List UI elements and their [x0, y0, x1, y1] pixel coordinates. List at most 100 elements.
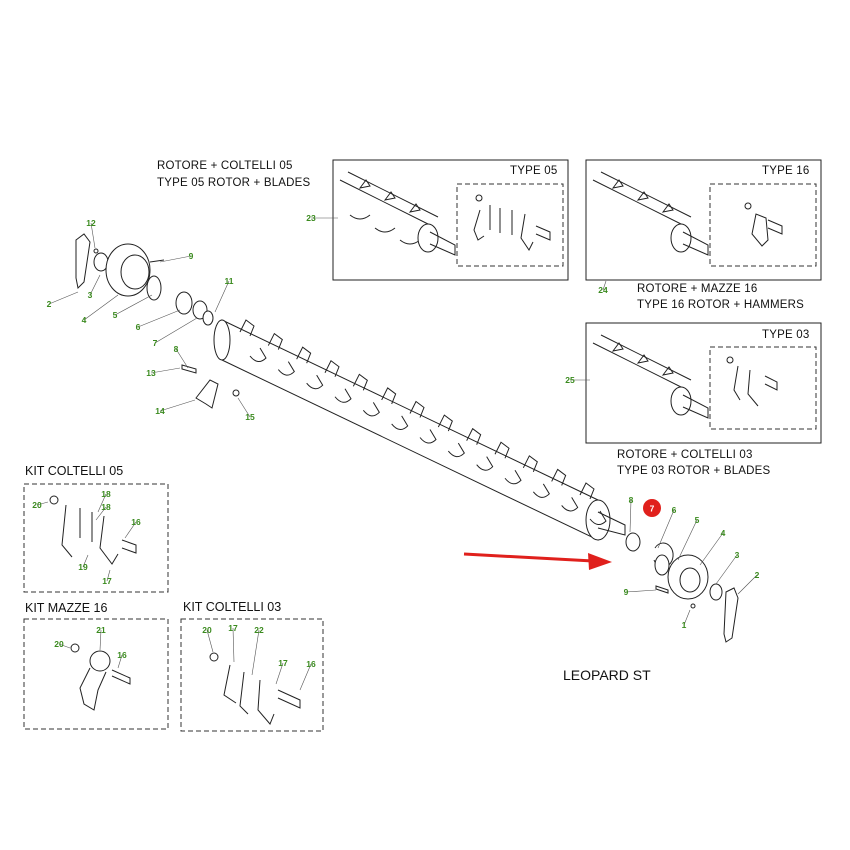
rotor05-title-it: ROTORE + COLTELLI 05 [157, 160, 293, 172]
callout-leader-line [89, 274, 101, 296]
callout-leader-line [175, 348, 189, 369]
callout-leader-line [124, 521, 137, 539]
red-arrow-icon [463, 552, 612, 570]
type16-rotor-box: TYPE 16 [585, 159, 822, 281]
callout-left_hub-6[interactable]: 6 [136, 322, 141, 332]
callout-kit03-16[interactable]: 16 [306, 659, 316, 669]
callout-leader-line [629, 499, 632, 533]
callout-right_hub-8[interactable]: 8 [629, 495, 634, 505]
callout-kit03-22[interactable]: 22 [254, 625, 264, 635]
rotor03-title-it: ROTORE + COLTELLI 03 [617, 449, 753, 461]
callout-kit03-17[interactable]: 17 [228, 623, 238, 633]
callout-kit05-16[interactable]: 16 [131, 517, 141, 527]
callout-right_hub-5[interactable]: 5 [695, 515, 700, 525]
callout-leader-line [275, 662, 284, 685]
callout-leader-line [117, 654, 123, 669]
callout-kit05-20[interactable]: 20 [32, 500, 42, 510]
callout-right_hub-1[interactable]: 1 [682, 620, 687, 630]
rotor16-title-it: ROTORE + MAZZE 16 [637, 283, 757, 295]
type03-rotor-box: TYPE 03 [585, 322, 822, 444]
callout-leader-line [715, 554, 738, 585]
callout-left_hub-7[interactable]: 7 [153, 338, 158, 348]
callout-leader-line [737, 574, 758, 595]
kit-coltelli-03-box: KIT COLTELLI 03 [180, 600, 324, 732]
callout-leader-line [114, 294, 153, 316]
callout-rotor_refs-25[interactable]: 25 [565, 375, 575, 385]
kit-coltelli-05-box: KIT COLTELLI 05 [23, 464, 169, 593]
callout-leader-line [657, 509, 675, 549]
callout-kit05-18[interactable]: 18 [101, 502, 111, 512]
callout-leader-line [83, 294, 119, 321]
right-hub-assembly [625, 532, 739, 643]
callout-right_hub-9[interactable]: 9 [624, 587, 629, 597]
kit-mazze-16-box: KIT MAZZE 16 [23, 601, 169, 730]
callout-kit05-17[interactable]: 17 [102, 576, 112, 586]
callout-right_hub-6[interactable]: 6 [672, 505, 677, 515]
callout-left_hub-5[interactable]: 5 [113, 310, 118, 320]
callout-leader-line [95, 506, 107, 521]
callout-left_hub-2[interactable]: 2 [47, 299, 52, 309]
type05-rotor-box: TYPE 05 [332, 159, 569, 281]
callout-kit16-20[interactable]: 20 [54, 639, 64, 649]
callout-leader-line [683, 609, 691, 626]
callout-leader-line [154, 317, 198, 344]
callout-left_hub-3[interactable]: 3 [88, 290, 93, 300]
callout-rotor_refs-24[interactable]: 24 [598, 285, 608, 295]
kit03-title: KIT COLTELLI 03 [183, 600, 281, 614]
callout-left_hub-15[interactable]: 15 [245, 412, 255, 422]
callout-left_hub-9[interactable]: 9 [189, 251, 194, 261]
kit05-title: KIT COLTELLI 05 [25, 464, 123, 478]
callout-kit03-17[interactable]: 17 [278, 658, 288, 668]
callout-left_hub-14[interactable]: 14 [155, 406, 165, 416]
callout-leader-line [299, 663, 312, 691]
callout-leader-line [106, 569, 111, 582]
callout-kit03-20[interactable]: 20 [202, 625, 212, 635]
callout-leader-line [137, 309, 181, 328]
callout-leader-line [48, 291, 79, 305]
model-name: LEOPARD ST [563, 667, 651, 683]
callout-leader-line [699, 532, 724, 566]
type05-label: TYPE 05 [510, 165, 557, 177]
callout-leader-line [150, 367, 181, 374]
callout-right_hub-2[interactable]: 2 [755, 570, 760, 580]
callout-leader-line [58, 643, 71, 649]
callout-leader-line [82, 554, 89, 568]
callout-left_hub-12[interactable]: 12 [86, 218, 96, 228]
kit16-title: KIT MAZZE 16 [25, 601, 107, 615]
callout-leader-line [251, 629, 260, 676]
callout-kit05-19[interactable]: 19 [78, 562, 88, 572]
callout-right_hub-4[interactable]: 4 [721, 528, 726, 538]
callout-left_hub-13[interactable]: 13 [146, 368, 156, 378]
highlight-callout-badge[interactable] [643, 499, 661, 517]
rotor03-title-en: TYPE 03 ROTOR + BLADES [617, 465, 771, 477]
callout-leader-line [36, 501, 49, 506]
callout-kit16-16[interactable]: 16 [117, 650, 127, 660]
rotor-shaft [213, 319, 626, 541]
callout-rotor_refs-23[interactable]: 23 [306, 213, 316, 223]
rotor05-title-en: TYPE 05 ROTOR + BLADES [157, 177, 311, 189]
callout-leader-line [232, 627, 235, 663]
callout-right_hub-3[interactable]: 3 [735, 550, 740, 560]
type16-label: TYPE 16 [762, 165, 809, 177]
callout-leader-line [97, 493, 107, 513]
callout-leader-line [90, 222, 96, 249]
callout-leader-line [159, 255, 192, 263]
callout-leader-line [99, 629, 102, 651]
callout-left_hub-4[interactable]: 4 [82, 315, 87, 325]
callout-leader-line [206, 629, 214, 653]
type03-label: TYPE 03 [762, 329, 809, 341]
callout-kit16-21[interactable]: 21 [96, 625, 106, 635]
callout-left_hub-11[interactable]: 11 [225, 276, 234, 286]
callout-leader-line [677, 519, 698, 561]
callout-leader-line [602, 280, 607, 291]
callout-kit05-18[interactable]: 18 [101, 489, 111, 499]
callout-leader-line [625, 589, 657, 593]
callout-left_hub-8[interactable]: 8 [174, 344, 179, 354]
left-hub-assembly [75, 233, 240, 409]
callout-leader-line [159, 399, 196, 412]
callout-leader-line [214, 280, 230, 313]
highlight-callout-number[interactable]: 7 [650, 504, 655, 514]
callout-leader-line [237, 397, 251, 418]
